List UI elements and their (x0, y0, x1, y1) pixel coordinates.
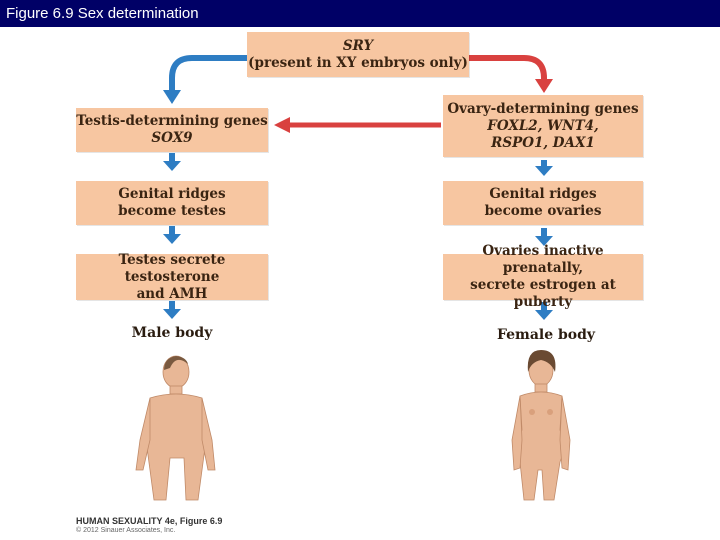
sry-note: (present in XY embryos only) (248, 54, 468, 71)
male-body-label: Male body (131, 325, 213, 341)
female-step-arrows (535, 160, 553, 320)
ovary-genes-box: Ovary-determining genes FOXL2, WNT4, RSP… (443, 95, 643, 157)
male-ridges-line2: become testes (118, 203, 226, 219)
female-genital-ridges-box: Genital ridges become ovaries (443, 181, 643, 225)
ovary-genes-list2: RSPO1, DAX1 (491, 134, 595, 151)
male-genital-ridges-box: Genital ridges become testes (76, 181, 268, 225)
male-body-figure (135, 355, 216, 501)
ovary-genes-title: Ovary-determining genes (447, 100, 639, 117)
male-step-arrows (163, 153, 181, 319)
sry-gene: SRY (342, 37, 374, 54)
figure-title: Figure 6.9 Sex determination (0, 0, 720, 27)
testes-secrete-box: Testes secrete testosterone and AMH (76, 251, 268, 302)
ovary-genes-list1: FOXL2, WNT4, (487, 117, 599, 134)
testis-genes-list: SOX9 (151, 130, 193, 146)
sry-to-female-arrowhead (535, 79, 553, 93)
sry-to-male-arrow (169, 55, 247, 92)
ovaries-inactive-box: Ovaries inactive prenatally, secrete est… (443, 243, 643, 310)
male-ridges-line1: Genital ridges (118, 186, 226, 202)
testes-secrete-line2: and AMH (136, 285, 208, 302)
female-ridges-line1: Genital ridges (489, 186, 597, 202)
testis-genes-box: Testis-determining genes SOX9 (76, 108, 268, 152)
testis-genes-title: Testis-determining genes (76, 113, 268, 129)
ovary-inhibits-testis-arrowhead (274, 117, 290, 133)
sry-to-male-arrowhead (163, 90, 181, 104)
female-ridges-line2: become ovaries (484, 203, 602, 219)
female-body-figure (511, 350, 571, 501)
credit-copyright: © 2012 Sinauer Associates, Inc. (76, 527, 176, 534)
ovaries-line1: Ovaries inactive prenatally, (482, 243, 604, 276)
sry-box: SRY (present in XY embryos only) (247, 32, 469, 77)
credit-title: HUMAN SEXUALITY 4e, Figure 6.9 (76, 516, 223, 526)
testes-secrete-line1: Testes secrete testosterone (118, 251, 226, 285)
sry-to-female-arrow (469, 55, 547, 80)
female-body-label: Female body (496, 327, 596, 343)
ovaries-line2: secrete estrogen at puberty (470, 277, 616, 310)
